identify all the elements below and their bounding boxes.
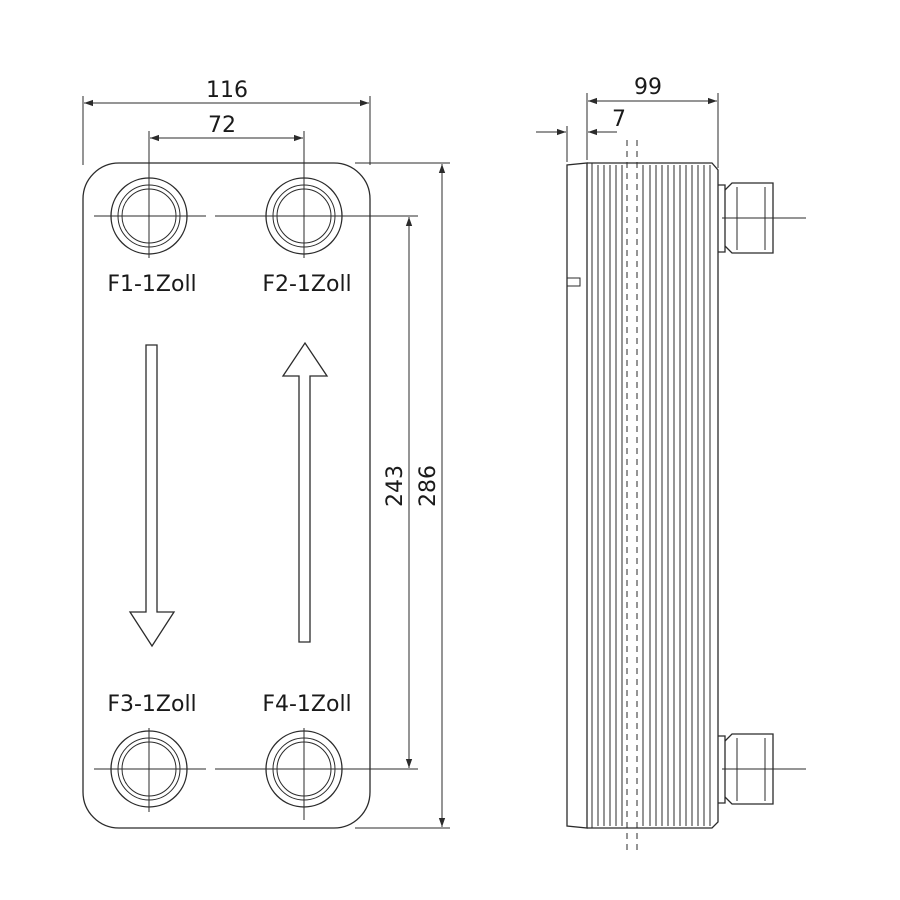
dimension-116-text: 116 (206, 78, 248, 103)
side-plates-left (591, 163, 623, 828)
dimension-end-plate: 7 (536, 107, 626, 162)
flow-arrow-up-icon (281, 341, 329, 643)
flow-arrow-down-icon (128, 344, 176, 648)
port-centerlines (94, 180, 418, 820)
dimension-port-spacing-horizontal: 72 (148, 113, 305, 180)
dimension-72-text: 72 (208, 113, 236, 138)
side-view (566, 140, 806, 855)
front-view: F1-1Zoll F2-1Zoll F3-1Zoll F4-1Zoll (82, 162, 418, 829)
bottom-connection-nozzle (718, 733, 806, 805)
dimension-7-text: 7 (612, 107, 626, 132)
dimension-286-text: 286 (416, 465, 441, 507)
side-plates-right (642, 165, 711, 826)
dimension-243-text: 243 (383, 465, 408, 507)
top-connection-nozzle (718, 182, 806, 254)
dimension-overall-height: 286 (355, 162, 450, 829)
port-label-f1: F1-1Zoll (107, 272, 196, 297)
dimension-port-spacing-vertical: 243 (383, 217, 413, 768)
side-end-plate (566, 162, 588, 829)
port-label-f4: F4-1Zoll (262, 692, 351, 717)
side-end-plate-notch (567, 277, 581, 287)
dimension-overall-width: 116 (82, 78, 371, 165)
dimension-depth: 99 (586, 75, 719, 168)
side-plate-stack-outline (587, 162, 719, 829)
side-center-axis (626, 140, 638, 855)
port-label-f2: F2-1Zoll (262, 272, 351, 297)
front-plate-outline (82, 162, 371, 829)
port-label-f3: F3-1Zoll (107, 692, 196, 717)
dimension-99-text: 99 (634, 75, 662, 100)
